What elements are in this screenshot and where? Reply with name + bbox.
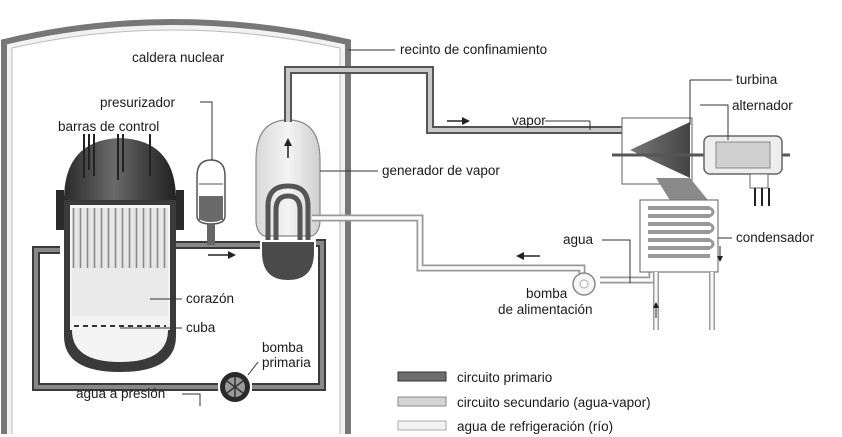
label-bomba-alimentacion-2: de alimentación [498,302,593,317]
label-caldera-nuclear: caldera nuclear [132,50,225,65]
legend: circuito primario circuito secundario (a… [397,370,651,434]
label-recinto: recinto de confinamiento [400,42,547,57]
feedwater-line [312,214,656,284]
legend-cooling-label: agua de refrigeración (río) [457,419,613,434]
legend-swatch-primary [397,371,447,382]
steam-line [284,66,622,134]
label-agua: agua [563,232,594,247]
feed-pump [572,272,596,296]
label-bomba-primaria-2: primaria [262,355,311,370]
legend-swatch-cooling [397,420,447,431]
label-bomba-primaria-1: bomba [262,340,304,355]
label-corazon: corazón [186,291,234,306]
label-presurizador: presurizador [100,95,176,110]
pressurizer [196,159,226,245]
legend-primary-label: circuito primario [457,370,552,385]
condenser [639,199,723,330]
primary-pump [220,372,250,402]
label-turbina: turbina [736,72,778,87]
leader-lines [120,49,732,406]
legend-secondary-label: circuito secundario (agua-vapor) [457,395,651,410]
reactor-vessel [56,138,184,372]
steam-generator [255,119,321,280]
label-bomba-alimentacion-1: bomba [526,286,568,301]
label-barras-de-control: barras de control [58,119,159,134]
control-rods [83,134,151,180]
label-generador-de-vapor: generador de vapor [382,163,500,178]
label-condensador: condensador [736,230,815,245]
label-cuba: cuba [186,320,216,335]
label-agua-a-presion: agua a presión [76,386,165,401]
label-vapor: vapor [512,113,546,128]
legend-swatch-secondary [397,396,447,407]
label-alternador: alternador [732,98,793,113]
alternator [703,135,783,206]
